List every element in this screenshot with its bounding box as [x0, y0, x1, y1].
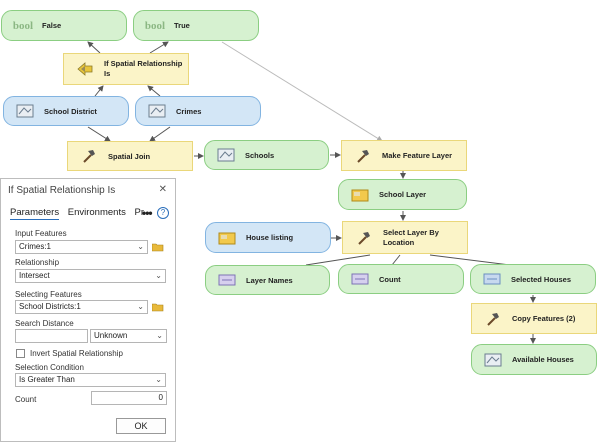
count-label: Count — [379, 274, 401, 284]
chevron-down-icon: ⌄ — [137, 302, 144, 311]
false-output-node[interactable]: bool False — [1, 10, 127, 41]
link-crimes-if — [147, 85, 161, 97]
selected-houses-label: Selected Houses — [511, 274, 572, 284]
select-layer-by-location-tool[interactable]: Select Layer By Location — [342, 221, 468, 254]
ok-button[interactable]: OK — [116, 418, 166, 434]
link-true-make — [221, 41, 383, 142]
link-district-if — [94, 85, 104, 97]
search-distance-unit-select[interactable]: Unknown ⌄ — [90, 329, 167, 343]
true-output-node[interactable]: bool True — [133, 10, 259, 41]
select-layer-by-location-label: Select Layer By Location — [383, 227, 439, 247]
layer-icon — [349, 187, 371, 203]
selection-condition-select[interactable]: Is Greater Than ⌄ — [15, 373, 166, 387]
input-features-value: Crimes:1 — [19, 242, 52, 251]
house-listing-label: House listing — [246, 233, 294, 242]
tab-parameters[interactable]: Parameters — [10, 207, 60, 220]
chevron-down-icon: ⌄ — [155, 271, 162, 280]
feature-class-icon — [482, 352, 504, 368]
selecting-features-label: Selecting Features — [15, 290, 82, 299]
schools-label: Schools — [245, 150, 275, 160]
link-if-false — [87, 41, 101, 54]
close-icon[interactable]: ✕ — [158, 184, 167, 195]
chevron-down-icon: ⌄ — [156, 331, 163, 340]
schools-output-node[interactable]: Schools — [204, 140, 329, 170]
feature-class-icon — [146, 103, 168, 119]
chevron-down-icon: ⌄ — [137, 242, 144, 251]
invert-label: Invert Spatial Relationship — [30, 349, 123, 358]
false-output-label: False — [42, 21, 62, 30]
layer-icon — [481, 271, 503, 287]
value-icon — [349, 271, 371, 287]
spatial-join-label: Spatial Join — [108, 151, 151, 161]
if-logic-icon — [74, 61, 96, 77]
count-param-label: Count — [15, 395, 37, 404]
selection-condition-value: Is Greater Than — [19, 375, 75, 384]
crimes-variable[interactable]: Crimes — [135, 96, 261, 126]
tab-environments[interactable]: Environments — [67, 207, 126, 218]
make-feature-layer-label: Make Feature Layer — [382, 151, 453, 160]
selection-condition-label: Selection Condition — [15, 363, 84, 372]
link-select-selected — [429, 254, 511, 266]
school-layer-output-node[interactable]: School Layer — [338, 179, 467, 210]
school-layer-label: School Layer — [379, 190, 427, 199]
tab-properties[interactable]: Pr — [134, 207, 144, 218]
panel-tabs: Parameters Environments Pr — [10, 207, 150, 220]
layer-names-label: Layer Names — [246, 275, 293, 285]
more-options-icon[interactable]: ••• — [142, 206, 153, 220]
house-listing-variable[interactable]: House listing — [205, 222, 331, 253]
crimes-label: Crimes — [176, 106, 202, 116]
search-distance-label: Search Distance — [15, 319, 74, 328]
hammer-icon — [482, 311, 504, 327]
feature-class-icon — [14, 103, 36, 119]
link-district-join — [87, 126, 111, 142]
link-if-true — [149, 41, 169, 54]
copy-features-label: Copy Features (2) — [512, 314, 576, 323]
spatial-join-tool[interactable]: Spatial Join — [67, 141, 193, 171]
school-district-variable[interactable]: School District — [3, 96, 129, 126]
count-output-node[interactable]: Count — [338, 264, 464, 294]
input-features-label: Input Features — [15, 229, 67, 238]
panel-title: If Spatial Relationship Is — [8, 185, 116, 196]
folder-icon[interactable] — [152, 243, 164, 252]
make-feature-layer-tool[interactable]: Make Feature Layer — [341, 140, 467, 171]
relationship-label: Relationship — [15, 258, 60, 267]
help-icon[interactable]: ? — [157, 207, 169, 219]
bool-icon: bool — [12, 19, 34, 32]
link-select-count — [391, 254, 401, 266]
layer-names-output-node[interactable]: Layer Names — [205, 265, 330, 295]
hammer-icon — [78, 148, 100, 164]
school-district-label: School District — [44, 106, 97, 116]
relationship-select[interactable]: Intersect ⌄ — [15, 269, 166, 283]
selecting-features-value: School Districts:1 — [19, 302, 81, 311]
link-select-layernames — [305, 254, 371, 266]
link-crimes-join — [149, 126, 171, 142]
search-distance-input[interactable] — [15, 329, 88, 343]
available-houses-label: Available Houses — [512, 355, 574, 364]
selected-houses-output-node[interactable]: Selected Houses — [470, 264, 596, 294]
relationship-value: Intersect — [19, 271, 50, 280]
available-houses-output-node[interactable]: Available Houses — [471, 344, 597, 375]
copy-features-tool[interactable]: Copy Features (2) — [471, 303, 597, 334]
if-spatial-relationship-tool[interactable]: If Spatial Relationship Is — [63, 53, 189, 85]
layer-icon — [216, 230, 238, 246]
folder-icon[interactable] — [152, 303, 164, 312]
if-spatial-relationship-label: If Spatial Relationship Is — [104, 59, 183, 78]
value-icon — [216, 272, 238, 288]
selecting-features-select[interactable]: School Districts:1 ⌄ — [15, 300, 148, 314]
true-output-label: True — [174, 21, 190, 30]
hammer-icon — [352, 148, 374, 164]
chevron-down-icon: ⌄ — [155, 375, 162, 384]
hammer-icon — [353, 230, 375, 246]
count-input[interactable]: 0 — [91, 391, 167, 405]
input-features-select[interactable]: Crimes:1 ⌄ — [15, 240, 148, 254]
bool-icon: bool — [144, 19, 166, 32]
feature-class-icon — [215, 147, 237, 163]
invert-checkbox[interactable] — [16, 349, 25, 358]
search-distance-unit-value: Unknown — [94, 331, 128, 340]
